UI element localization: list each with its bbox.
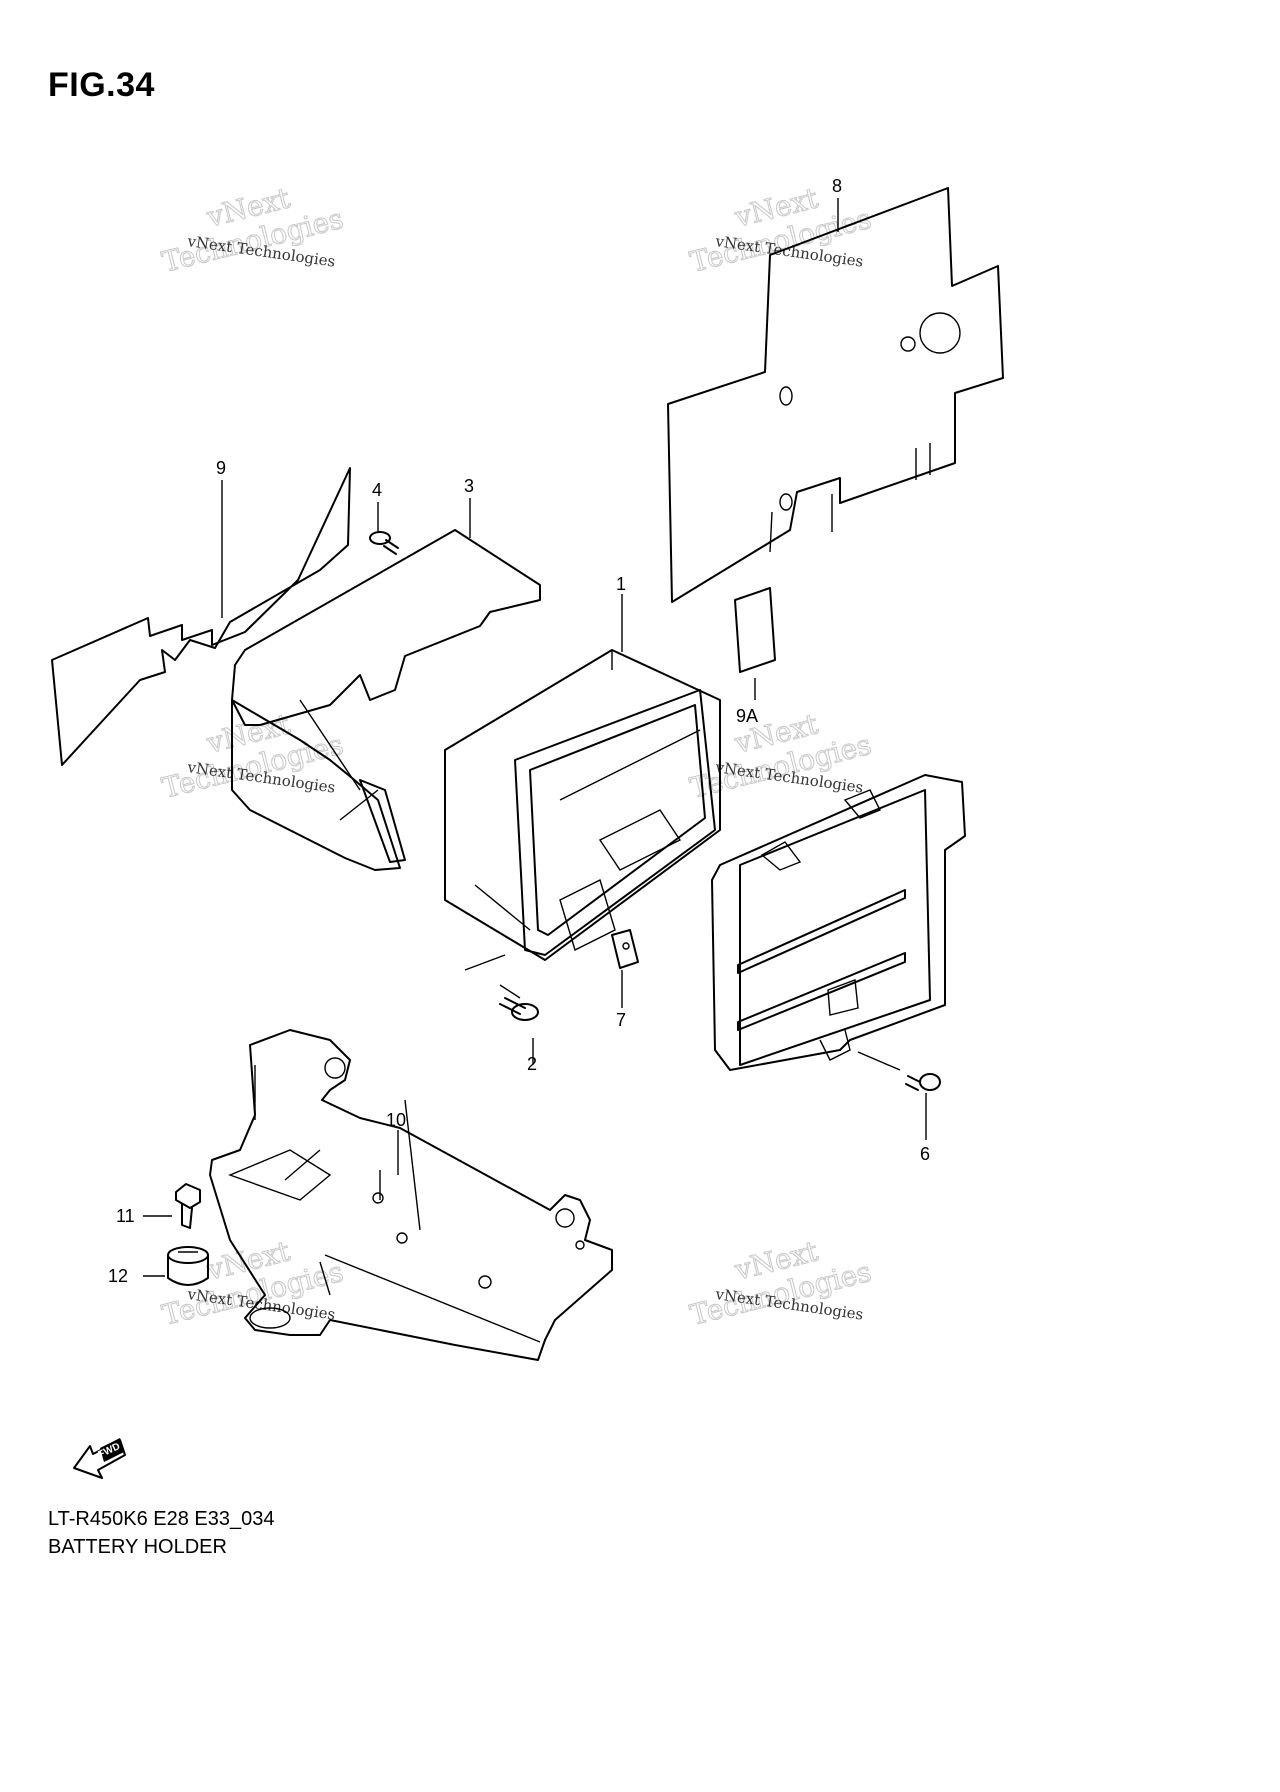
part-10-bracket [209, 1029, 613, 1361]
watermark-top-right: vNext Technologies vNext Technologies [686, 181, 875, 280]
callout-9a: 9A [736, 706, 758, 726]
watermark-mid-right: vNext Technologies vNext Technologies [686, 707, 875, 806]
watermark-mid-left: vNext Technologies vNext Technologies [158, 707, 347, 806]
watermark-bottom-left: vNext Technologies vNext Technologies [158, 1234, 347, 1333]
part-9-pad [51, 467, 351, 766]
callout-2: 2 [527, 1054, 537, 1074]
callout-10: 10 [386, 1110, 406, 1130]
callout-4: 4 [372, 480, 382, 500]
drawing-name: BATTERY HOLDER [48, 1536, 227, 1558]
part-7-clip [611, 929, 639, 969]
part-8-plate [667, 187, 1004, 603]
part-1-case [444, 649, 721, 961]
callout-1: 1 [616, 574, 626, 594]
leader-lines [143, 198, 927, 1277]
part-2-bolt [464, 954, 539, 1021]
part-4-screw [369, 531, 399, 555]
callout-11: 11 [116, 1206, 135, 1226]
callout-9: 9 [216, 458, 226, 478]
part-11-bolt [175, 1183, 201, 1229]
part-6-screw [857, 1051, 941, 1091]
watermark-bottom-right: vNext Technologies vNext Technologies [686, 1234, 875, 1333]
part-3-cover [231, 529, 541, 871]
callout-8: 8 [832, 176, 842, 196]
callout-12: 12 [108, 1266, 128, 1286]
part-9a-pad [734, 587, 776, 673]
drawing-code: LT-R450K6 E28 E33_034 [48, 1508, 275, 1530]
fwd-arrow: FWD [73, 1438, 126, 1479]
right-cover [711, 774, 966, 1071]
watermark-top-left: vNext Technologies vNext Technologies [158, 181, 347, 280]
callout-3: 3 [464, 476, 474, 496]
part-12-grommet [167, 1246, 209, 1286]
figure-title: FIG.34 [48, 66, 155, 104]
callout-7: 7 [616, 1010, 626, 1030]
callout-6: 6 [920, 1144, 930, 1164]
